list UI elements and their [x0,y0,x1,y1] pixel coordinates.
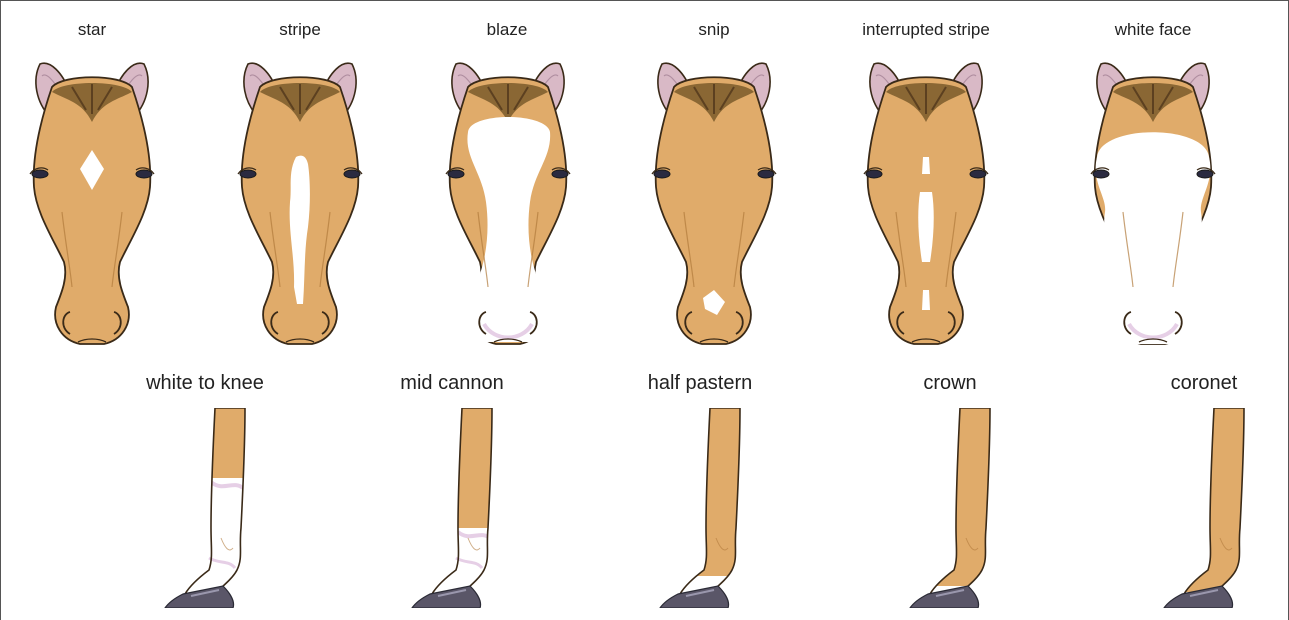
horse-leg-half-pastern [650,408,770,608]
leg-label-mid-cannon: mid cannon [400,372,503,395]
horse-leg-knee [155,408,275,608]
horse-head-snip [639,52,789,352]
leg-label-crown: crown [923,372,976,395]
face-label-interrupted-stripe: interrupted stripe [862,20,990,40]
horse-head-interrupted-stripe [851,52,1001,352]
face-label-blaze: blaze [487,20,528,40]
marking-white-face [1096,132,1211,344]
horse-head-star [17,52,167,352]
horse-head-stripe [225,52,375,352]
face-label-stripe: stripe [279,20,321,40]
face-label-white-face: white face [1115,20,1192,40]
face-label-snip: snip [698,20,729,40]
leg-label-coronet: coronet [1171,372,1238,395]
horse-head-white-face [1078,52,1228,352]
horse-leg-crown [900,408,1020,608]
leg-label-half-pastern: half pastern [648,372,753,395]
horse-head-blaze [433,52,583,352]
face-label-star: star [78,20,106,40]
leg-label-knee: white to knee [146,372,264,395]
horse-leg-coronet [1154,408,1274,608]
horse-leg-mid-cannon [402,408,522,608]
